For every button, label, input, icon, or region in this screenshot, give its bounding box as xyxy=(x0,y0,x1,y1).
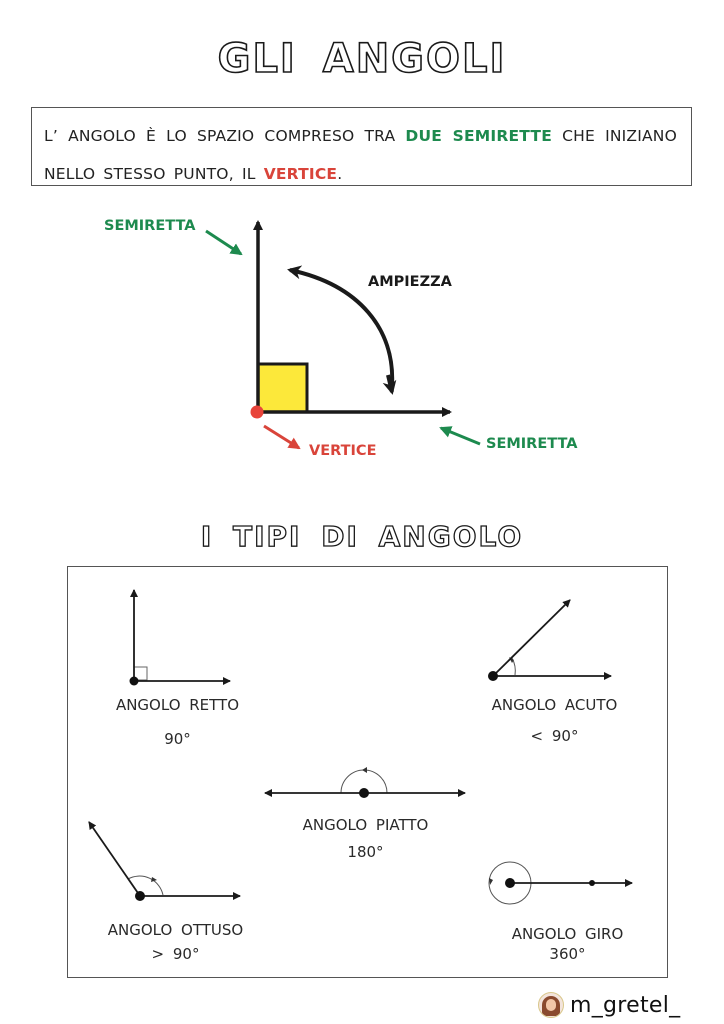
definition-text: . xyxy=(337,165,343,183)
vertice-arrow xyxy=(263,424,301,450)
semiretta-top-arrow xyxy=(205,229,243,256)
vertex-dot xyxy=(250,405,264,419)
page-title: GLI ANGOLI xyxy=(217,35,507,83)
angle-type-name: ANGOLO ACUTO xyxy=(491,696,618,714)
definition-line-1: L’ ANGOLO È LO SPAZIO COMPRESO TRA DUE S… xyxy=(44,117,677,155)
semiretta-right-arrow xyxy=(439,426,481,446)
angle-type-measure: 360° xyxy=(549,945,586,963)
label-semiretta-right: SEMIRETTA xyxy=(486,436,578,452)
label-semiretta-top: SEMIRETTA xyxy=(104,218,196,234)
angle-type-name: ANGOLO GIRO xyxy=(511,925,624,943)
highlight-vertice: VERTICE xyxy=(263,165,338,183)
author-credit: m_gretel_ xyxy=(538,990,680,1020)
definition-text: NELLO STESSO PUNTO, IL xyxy=(44,165,264,183)
definition-box: L’ ANGOLO È LO SPAZIO COMPRESO TRA DUE S… xyxy=(31,107,692,186)
definition-line-2: NELLO STESSO PUNTO, IL VERTICE. xyxy=(44,155,677,193)
angle-type-measure: 180° xyxy=(347,843,384,861)
label-ampiezza: AMPIEZZA xyxy=(368,274,452,290)
angle-type-measure: > 90° xyxy=(151,945,200,963)
angle-type-measure: 90° xyxy=(164,730,191,748)
section-title: I TIPI DI ANGOLO xyxy=(200,519,524,553)
highlight-due-semirette: DUE SEMIRETTE xyxy=(405,127,552,145)
author-handle: m_gretel_ xyxy=(570,992,681,1018)
label-vertice: VERTICE xyxy=(309,443,377,459)
avatar xyxy=(538,992,564,1018)
angle-type-measure: < 90° xyxy=(530,727,579,745)
angle-type-name: ANGOLO RETTO xyxy=(115,696,240,714)
definition-text: CHE INIZIANO xyxy=(551,127,677,145)
right-angle-square xyxy=(256,362,309,414)
angle-types-box xyxy=(67,566,668,978)
definition-text: L’ ANGOLO È LO SPAZIO COMPRESO TRA xyxy=(44,127,406,145)
angle-diagram xyxy=(205,220,481,450)
angle-type-name: ANGOLO OTTUSO xyxy=(107,921,244,939)
amplitude-arrow xyxy=(287,265,395,386)
angle-type-name: ANGOLO PIATTO xyxy=(302,816,429,834)
